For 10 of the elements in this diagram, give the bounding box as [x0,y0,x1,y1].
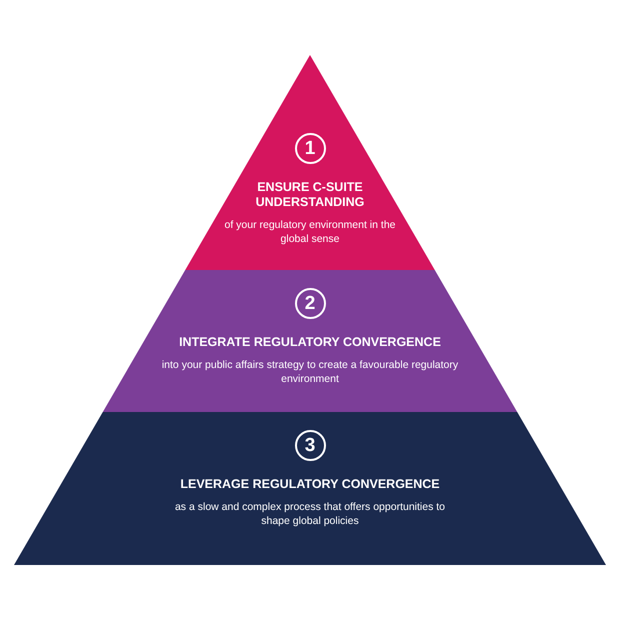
tier-description: into your public affairs strategy to create a favourable regulatory environment [160,358,460,386]
tier-heading: INTEGRATE REGULATORY CONVERGENCE [179,335,441,350]
tier-heading: ENSURE C-SUITE UNDERSTANDING [254,180,366,210]
tier-description: as a slow and complex process that offers opportunities to shape global policies [174,500,446,528]
step-number: 3 [294,430,326,461]
tier-description: of your regulatory environment in the global sense [223,218,396,246]
tier-heading: LEVERAGE REGULATORY CONVERGENCE [180,477,440,492]
pyramid-tier [14,412,606,565]
step-number: 2 [294,288,326,319]
step-number: 1 [294,133,326,164]
